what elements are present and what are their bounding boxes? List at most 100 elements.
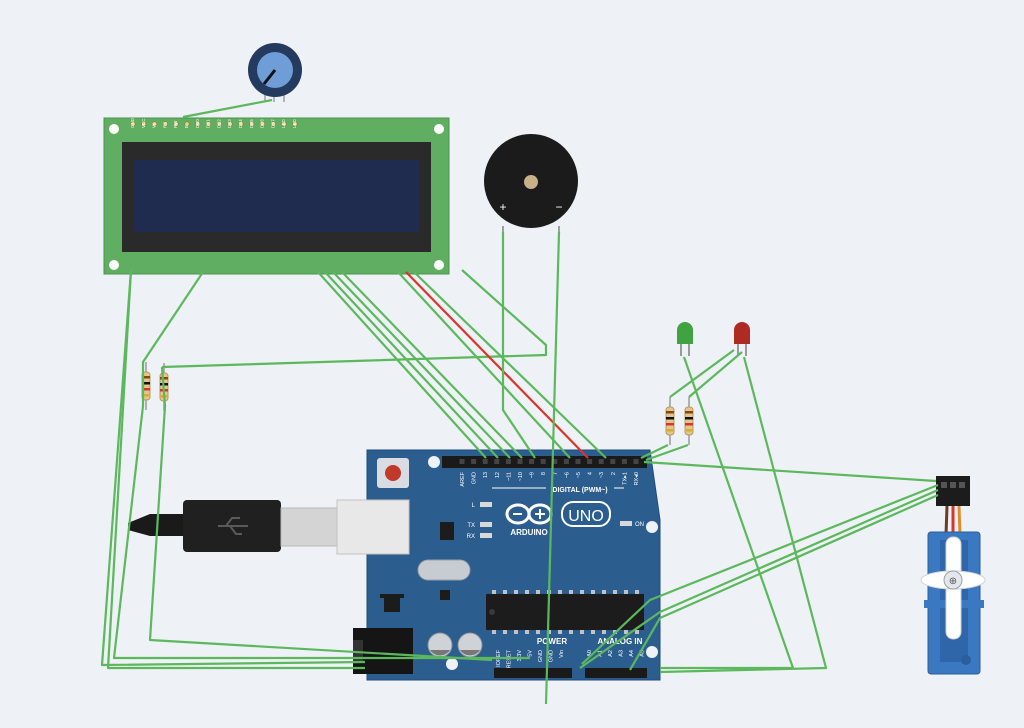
usb-cable[interactable] (128, 499, 410, 555)
lcd-pin[interactable] (152, 121, 158, 127)
lcd-pin[interactable] (195, 121, 201, 127)
digital-pin[interactable] (494, 459, 500, 464)
mount-hole (109, 260, 119, 270)
wire-green[interactable] (501, 232, 536, 459)
digital-pin[interactable] (471, 459, 477, 464)
resistor[interactable] (684, 397, 694, 445)
digital-pin[interactable] (598, 459, 604, 464)
lcd-pin[interactable] (130, 121, 136, 127)
wire-green[interactable] (645, 443, 689, 462)
wire-green[interactable] (100, 269, 366, 667)
chip-pin (569, 630, 573, 634)
wire-green[interactable] (688, 351, 743, 398)
wire-green[interactable] (643, 460, 937, 483)
chip-pin (514, 590, 518, 594)
digital-pin[interactable] (529, 459, 535, 464)
digital-pin[interactable] (459, 459, 465, 464)
mount-hole (646, 646, 658, 658)
micro-servo[interactable]: ⊕ (920, 476, 986, 675)
lcd-pin[interactable] (184, 121, 190, 127)
lcd-pin[interactable] (238, 121, 244, 127)
lcd-pin[interactable] (206, 121, 212, 127)
reset-button[interactable] (377, 458, 409, 488)
wire-green[interactable] (341, 271, 523, 459)
lcd-pin-label: DB1 (206, 119, 211, 128)
wire-green[interactable] (640, 444, 669, 459)
resistor[interactable] (665, 397, 675, 445)
digital-pin[interactable] (552, 459, 558, 464)
led-green-body[interactable] (677, 322, 693, 344)
lcd-pin[interactable] (216, 121, 222, 127)
wires[interactable] (100, 98, 939, 705)
servo-horn[interactable]: ⊕ (920, 536, 986, 640)
wire-green[interactable] (112, 271, 530, 660)
wire-red[interactable] (405, 271, 589, 459)
wire-green[interactable] (106, 269, 365, 670)
digital-pin[interactable] (505, 459, 511, 464)
lcd-pin[interactable] (249, 121, 255, 127)
mount-hole (109, 124, 119, 134)
servo-connector[interactable] (936, 476, 970, 506)
wire-green[interactable] (317, 271, 487, 459)
chip-pin (602, 590, 606, 594)
wire-green[interactable] (544, 231, 561, 705)
lcd-pin[interactable] (227, 121, 233, 127)
led-green[interactable] (677, 322, 693, 356)
lcd-pin[interactable] (270, 121, 276, 127)
digital-pin[interactable] (633, 459, 639, 464)
wire-green[interactable] (660, 356, 795, 670)
digital-pin[interactable] (540, 459, 546, 464)
lcd-pin-label: DB0 (195, 119, 200, 128)
wire-green[interactable] (332, 271, 511, 459)
usb-cable-boot (128, 514, 183, 536)
power-header[interactable] (494, 668, 572, 678)
power-pin-label: 3.3V (517, 650, 523, 662)
usb-plug-metal (280, 507, 338, 547)
led-red[interactable] (734, 322, 750, 356)
digital-pin[interactable] (610, 459, 616, 464)
lcd-pin[interactable] (173, 121, 179, 127)
wire-green[interactable] (659, 356, 828, 674)
digital-pin-label: ~3 (599, 472, 605, 478)
lcd-pin[interactable] (162, 121, 168, 127)
voltage-regulator (384, 598, 400, 612)
digital-pin-label: ~9 (530, 472, 536, 478)
wire-green[interactable] (669, 349, 735, 398)
chip-pin (635, 590, 639, 594)
piezo-buzzer[interactable]: + − (484, 134, 578, 232)
wire-green[interactable] (581, 483, 939, 665)
mount-hole (646, 521, 658, 533)
resistors[interactable] (141, 362, 694, 445)
led-label-l: L (472, 503, 476, 509)
lcd-pin[interactable] (292, 121, 298, 127)
digital-pin[interactable] (482, 459, 488, 464)
analog-header[interactable] (585, 668, 647, 678)
digital-pin[interactable] (563, 459, 569, 464)
wire-green[interactable] (324, 271, 499, 459)
digital-pin[interactable] (621, 459, 627, 464)
wire-green[interactable] (579, 488, 939, 669)
wire-green[interactable] (413, 271, 607, 459)
lcd-pin[interactable] (260, 121, 266, 127)
wire-green[interactable] (397, 271, 571, 459)
analog-pin-label: A4 (629, 650, 635, 657)
digital-pin[interactable] (517, 459, 523, 464)
wire-green[interactable] (182, 98, 273, 119)
digital-pin[interactable] (587, 459, 593, 464)
potentiometer[interactable] (248, 43, 302, 102)
lcd-pin[interactable] (141, 121, 147, 127)
led-red-body[interactable] (734, 322, 750, 344)
digital-pin[interactable] (575, 459, 581, 464)
wire-green[interactable] (148, 366, 493, 662)
lcd-pin[interactable] (281, 121, 287, 127)
lcd-pin-label: VCC (141, 118, 146, 128)
power-label: POWER (537, 637, 567, 646)
power-pin-label: GND (549, 650, 555, 662)
wire-green[interactable] (629, 493, 939, 671)
led-label-rx: RX (467, 534, 475, 540)
regulator-tab (380, 594, 404, 598)
